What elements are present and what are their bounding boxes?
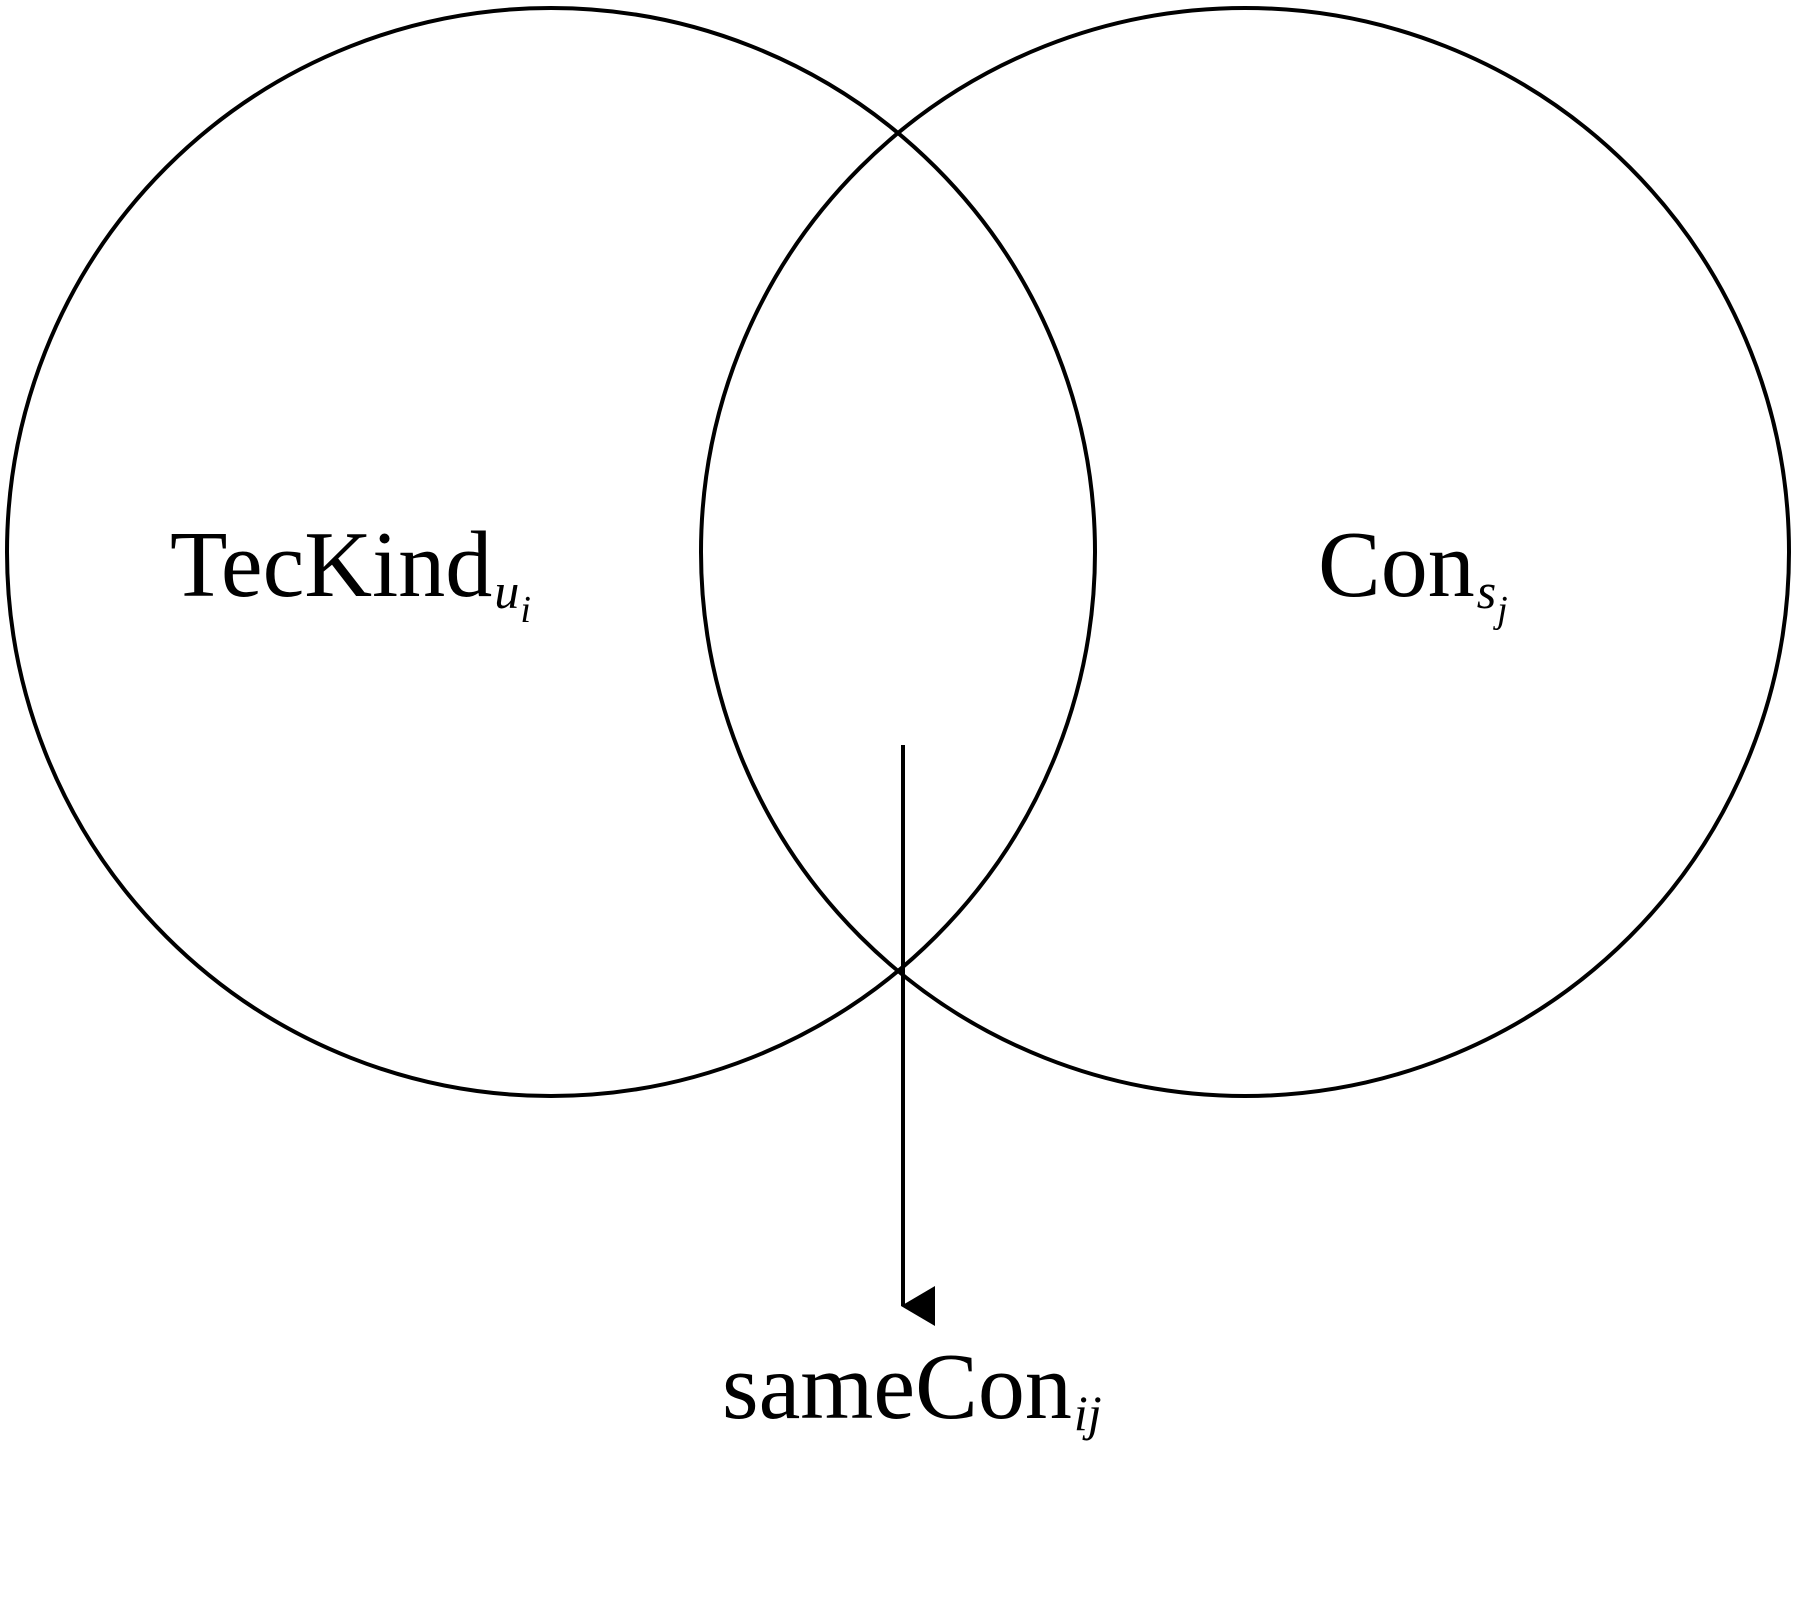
right-set-label-sub: s bbox=[1477, 563, 1496, 619]
left-set-label: TecKindui bbox=[170, 513, 531, 631]
right-set-circle bbox=[699, 6, 1791, 1098]
left-set-circle bbox=[5, 6, 1097, 1098]
right-set-label-main: Con bbox=[1318, 513, 1475, 617]
intersection-label: sameConij bbox=[722, 1335, 1102, 1441]
intersection-label-main: sameCon bbox=[722, 1335, 1072, 1439]
left-set-label-main: TecKind bbox=[170, 513, 492, 617]
left-set-label-sub: u bbox=[494, 563, 519, 619]
intersection-label-sub: ij bbox=[1074, 1385, 1102, 1441]
right-set-label: Consj bbox=[1318, 513, 1508, 631]
left-set-label-sub2: i bbox=[520, 589, 531, 631]
